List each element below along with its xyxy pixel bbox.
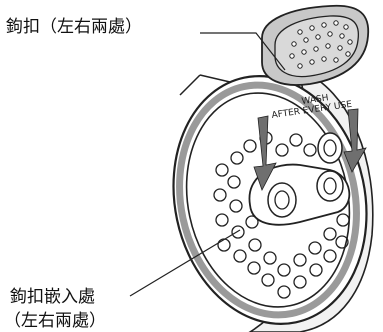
vent-holes [213,131,350,299]
valve-left-inner [274,190,290,210]
lid-body-edge [179,74,231,96]
hook-label: 鉤扣（左右兩處） [6,17,142,37]
lid-text-wash: WASH [301,93,329,107]
arrow-left-icon [253,115,277,192]
arrow-right-icon [343,108,367,173]
hook-slot-label: 鉤扣嵌入處 [10,287,95,307]
hook-cap-holes [289,20,353,69]
gray-gasket [176,81,360,319]
hook-slot-label-sub: （左右兩處） [4,311,106,331]
slot-leader-line [129,229,241,297]
top-valve-inner [323,139,337,157]
valve-right-inner [323,177,337,195]
hook-leader-line [200,32,286,71]
